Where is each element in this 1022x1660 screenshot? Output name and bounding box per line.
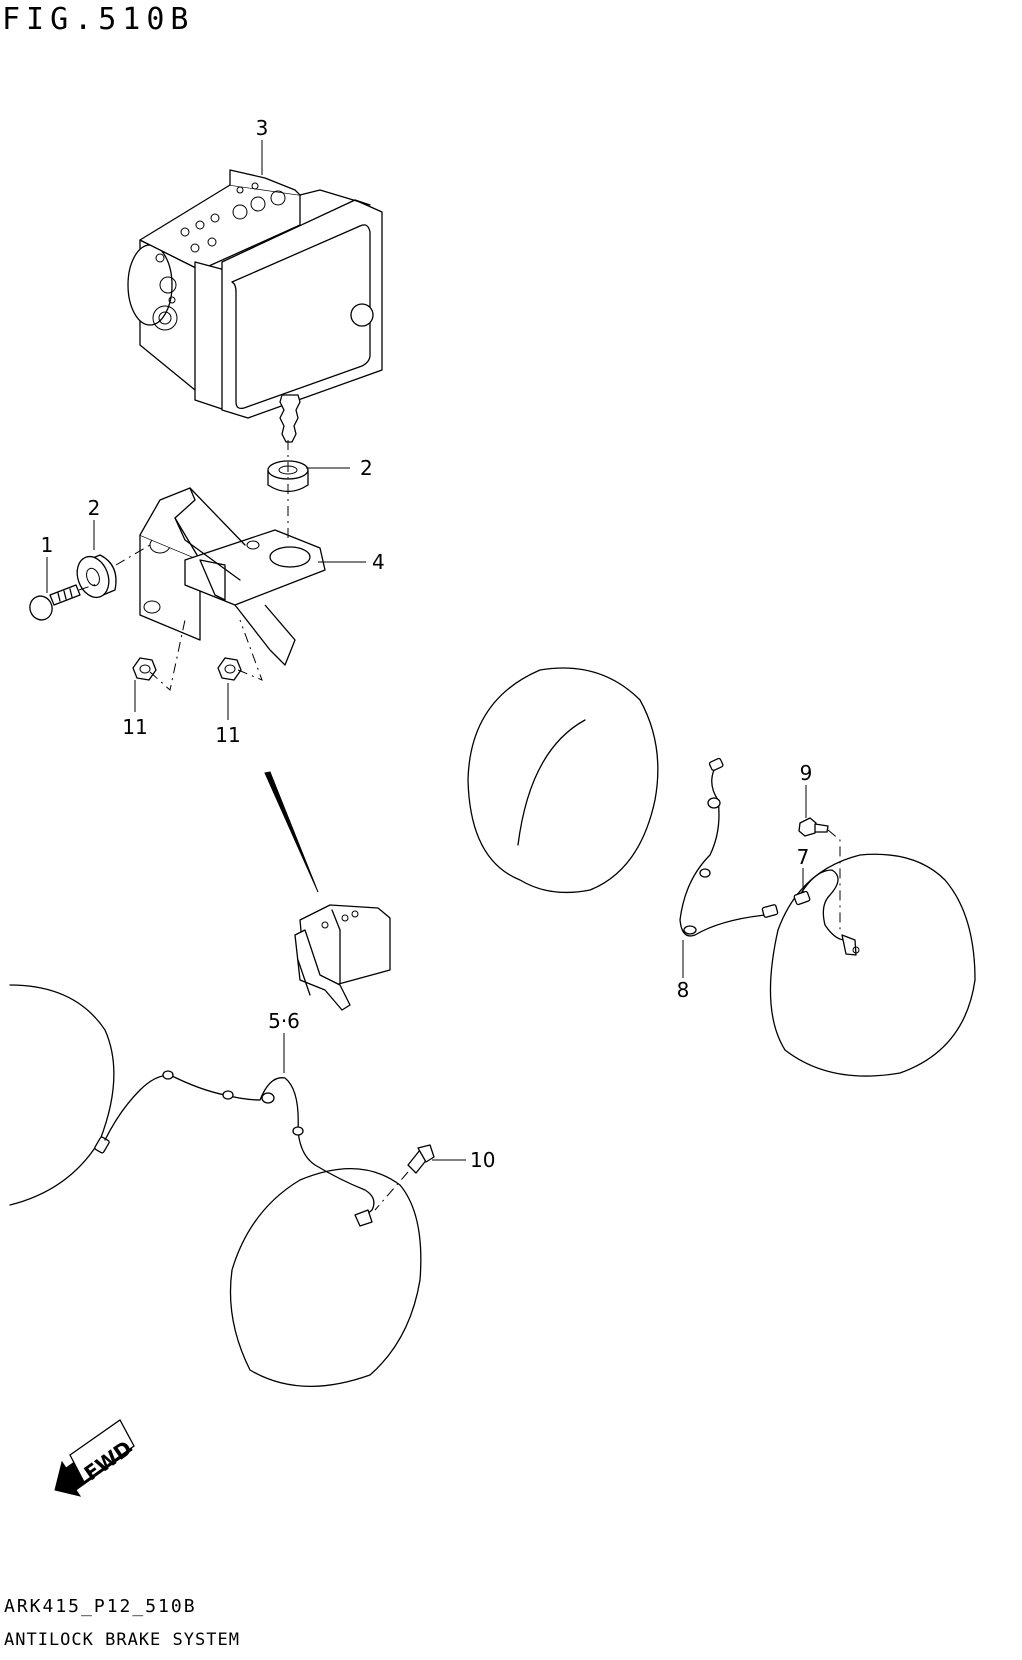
wheel-speed-sensor-right[interactable] xyxy=(793,869,860,956)
assembly-guide-lines xyxy=(78,440,289,691)
callout-9: 9 xyxy=(800,761,813,785)
callout-11-left: 11 xyxy=(122,715,147,739)
side-damper[interactable] xyxy=(72,552,117,602)
lower-tire-outline xyxy=(229,1167,422,1387)
sensor-bolt-right[interactable] xyxy=(798,817,829,837)
callout-2-upper: 2 xyxy=(360,456,373,480)
wheel-sensor-harness-left[interactable] xyxy=(94,1070,375,1227)
callout-2-side: 2 xyxy=(88,496,101,520)
callout-1: 1 xyxy=(41,533,54,557)
callout-5-6: 5·6 xyxy=(268,1009,300,1033)
fwd-arrow-icon: FWD xyxy=(54,1419,136,1497)
stud-bolt xyxy=(279,394,301,443)
abs-bracket[interactable] xyxy=(139,487,326,666)
callout-10: 10 xyxy=(470,1148,495,1172)
callout-3: 3 xyxy=(256,116,269,140)
callout-4: 4 xyxy=(372,550,385,574)
callout-11-right: 11 xyxy=(215,723,240,747)
nut-right[interactable] xyxy=(217,657,242,681)
bolt[interactable] xyxy=(27,584,81,623)
guide-line-9 xyxy=(827,829,841,930)
rear-tire-right-outline xyxy=(769,853,976,1077)
abs-location-view xyxy=(294,904,391,1011)
guide-line-10 xyxy=(374,1171,409,1211)
rear-tire-left-outline xyxy=(9,984,115,1206)
callout-8: 8 xyxy=(677,978,690,1002)
nut-left[interactable] xyxy=(132,657,157,681)
system-name: ANTILOCK BRAKE SYSTEM xyxy=(4,1630,240,1650)
front-tire-outline xyxy=(467,667,659,894)
figure-code: ARK415_P12_510B xyxy=(4,1596,197,1617)
leader-lines xyxy=(46,140,807,1161)
sensor-bolt-left[interactable] xyxy=(407,1144,435,1174)
location-pointer xyxy=(264,771,319,893)
upper-damper[interactable] xyxy=(267,460,309,493)
abs-hydraulic-unit[interactable] xyxy=(127,169,383,419)
figure-title: FIG.510B xyxy=(2,2,195,37)
callout-7: 7 xyxy=(797,845,810,869)
wheel-sensor-harness-right[interactable] xyxy=(679,757,779,937)
